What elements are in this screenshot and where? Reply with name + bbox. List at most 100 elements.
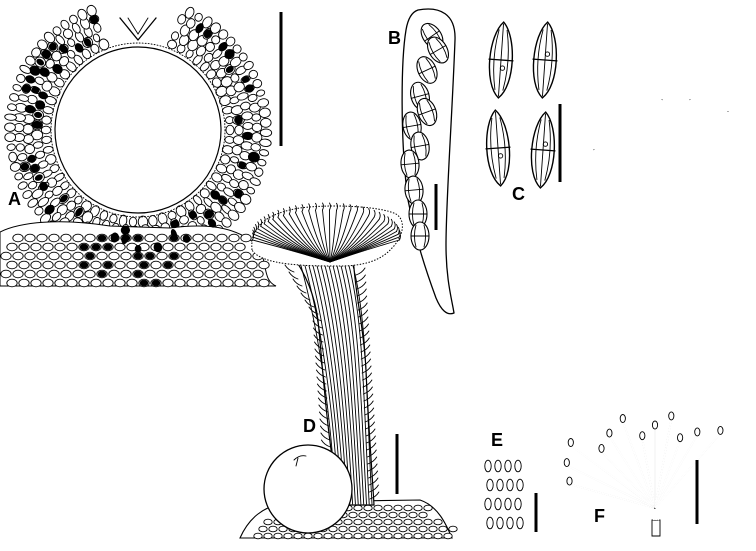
phialide (349, 204, 352, 213)
seta (365, 435, 376, 444)
basal-cell (150, 260, 162, 270)
basal-cell (48, 269, 60, 279)
basal-pigmented-cell (133, 252, 143, 260)
basal-cell (222, 278, 234, 288)
head-conidiophore (329, 209, 331, 263)
substrate-cell (323, 532, 333, 540)
stalk-hypha (331, 261, 359, 505)
phialide-tip (563, 458, 570, 468)
basal-cell (60, 251, 72, 261)
ascospore-guttule (499, 65, 506, 71)
basal-pigmented-cell (169, 252, 179, 260)
pigmented-cell (170, 228, 178, 239)
phialide (255, 224, 257, 232)
basal-cell (24, 233, 36, 243)
wall-cell (249, 177, 261, 186)
panel-a-label: A (8, 189, 21, 209)
wall-cell (25, 55, 36, 66)
seta (314, 355, 325, 364)
pigmented-cell (83, 38, 92, 47)
seta (360, 351, 371, 360)
seta (357, 295, 368, 304)
ascospore (410, 221, 430, 251)
wall-cell (202, 16, 213, 29)
substrate-cell (443, 532, 453, 540)
pigmented-cell (59, 44, 69, 54)
seta (320, 432, 331, 441)
substrate-cell (413, 518, 423, 526)
wall-cell (257, 98, 269, 108)
long-sterile-branch-lumen (654, 99, 699, 521)
pigmented-cell (38, 91, 49, 99)
conidium (506, 478, 514, 492)
panel-f-label: F (594, 506, 605, 526)
pigmented-cell (52, 64, 63, 74)
wall-cell (232, 135, 245, 145)
wall-cell (9, 162, 21, 172)
pigmented-cell (39, 181, 49, 191)
wall-cell (24, 143, 36, 155)
substrate-cell (278, 525, 288, 533)
substrate-cell (418, 511, 428, 519)
wall-cell (221, 217, 232, 228)
phialide (383, 214, 386, 222)
substrate-cell (398, 525, 408, 533)
pigmented-cell (35, 100, 46, 110)
basal-cell (162, 278, 174, 288)
basal-cell (246, 260, 258, 270)
seta (364, 414, 375, 423)
phialide-branch-lumen (654, 432, 722, 509)
wall-cell (256, 89, 266, 97)
conidium (494, 497, 502, 511)
wall-cell (60, 19, 70, 30)
basal-cell (0, 251, 12, 261)
basal-cell (216, 251, 228, 261)
basal-cell (30, 242, 42, 252)
wall-cell (9, 93, 20, 102)
pigmented-cell (234, 189, 243, 199)
basal-pigmented-cell (79, 261, 89, 269)
substrate-cell (388, 525, 398, 533)
conidium (504, 497, 512, 511)
wall-cell (34, 76, 45, 85)
pigmented-cell (224, 49, 235, 59)
basal-cell (216, 233, 228, 243)
basal-pigmented-cell (133, 270, 143, 278)
phialide (301, 204, 304, 213)
wall-cell (92, 33, 101, 43)
pigmented-cell (188, 210, 197, 220)
wall-cell (15, 143, 25, 152)
seta (362, 372, 372, 381)
basal-pigmented-cell (97, 270, 107, 278)
seta (318, 411, 329, 420)
wall-cell (187, 39, 199, 52)
basal-cell (192, 251, 204, 261)
ascus-wall (401, 8, 456, 315)
seta (317, 390, 328, 399)
conidium (486, 516, 494, 530)
basal-cell (18, 242, 30, 252)
basal-cell (114, 278, 126, 288)
ostiole-canal (127, 17, 149, 35)
basal-cell (36, 269, 48, 279)
basal-cell (30, 260, 42, 270)
basal-cell (78, 278, 90, 288)
basal-cell (204, 269, 216, 279)
conidium (514, 459, 522, 473)
basal-cell (24, 269, 36, 279)
substrate-cell (408, 525, 418, 533)
phialide-tip (677, 433, 684, 443)
substrate-cell (368, 511, 378, 519)
ascoma-pigmented-cells (20, 14, 260, 254)
wall-cell (40, 125, 52, 135)
substrate-cell (423, 518, 433, 526)
wall-cell (227, 209, 240, 221)
wall-cell (210, 201, 222, 214)
basal-cell (162, 242, 174, 252)
basal-cell (108, 269, 120, 279)
pigmented-cell (248, 152, 260, 162)
wall-cell (7, 103, 17, 111)
wall-cell (258, 149, 270, 157)
head-conidiophore (308, 210, 331, 263)
seta (361, 358, 372, 367)
